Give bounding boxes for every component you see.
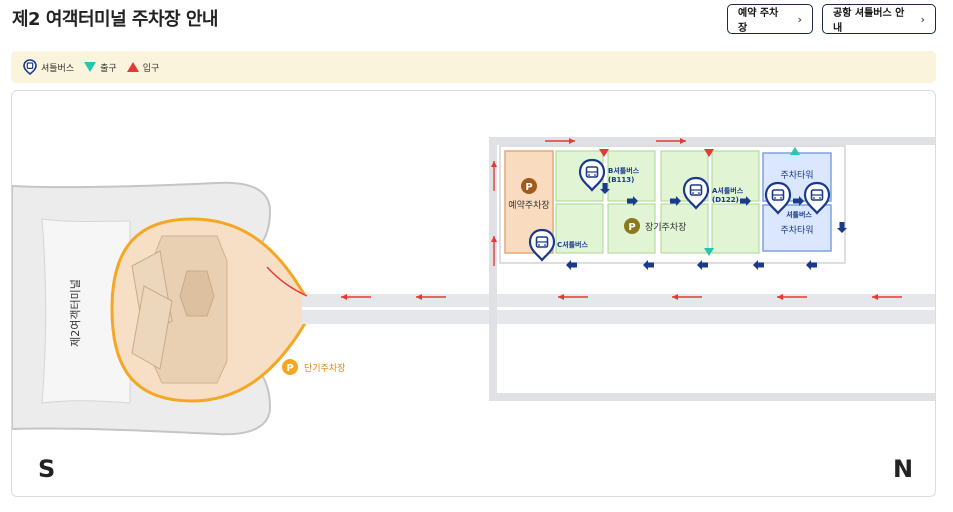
north-loop-road	[489, 137, 935, 401]
parking-tower-top-label: 주차타워	[780, 169, 813, 181]
page-title: 제2 여객터미널 주차장 안내	[12, 9, 218, 30]
exit-marker	[704, 248, 714, 256]
shuttle-a-code: (D122)	[712, 196, 739, 204]
chevron-right-icon: ›	[920, 12, 925, 26]
short-term-parking-marker-letter: P	[286, 363, 293, 374]
shuttle-b-code: (B113)	[608, 176, 634, 184]
shuttle-bus-info-button[interactable]: 공항 셔틀버스 안내 ›	[822, 4, 936, 34]
parking-tower-bottom	[762, 204, 832, 252]
short-term-parking-marker	[282, 359, 298, 375]
long-term-block-2	[607, 150, 656, 202]
legend-label-entrance: 입구	[142, 63, 160, 74]
compass-north: N	[893, 455, 914, 483]
shuttle-a-label: A셔틀버스	[712, 186, 744, 195]
map-legend: 셔틀버스 출구 입구	[11, 51, 936, 83]
long-term-parking-label: 장기주차장	[645, 221, 686, 233]
long-term-parking-marker-letter: P	[628, 222, 635, 233]
shuttle-b-label: B셔틀버스	[608, 166, 640, 175]
legend-item-shuttle: 셔틀버스	[23, 59, 74, 75]
compass-south: S	[38, 455, 56, 483]
terminal-label: 제2여객터미널	[69, 279, 82, 347]
reserved-parking-marker-letter: P	[525, 182, 532, 193]
short-term-parking-label: 단기주차장	[304, 362, 345, 374]
long-term-block-5	[555, 203, 604, 254]
shuttle-c-label: C셔틀버스	[557, 240, 588, 249]
legend-item-exit: 출구	[84, 61, 117, 74]
terminal-entry-curve	[266, 266, 308, 297]
reserved-parking-button-label: 예약 주차장	[738, 8, 779, 34]
exit-marker	[790, 147, 800, 155]
entrance-triangle-icon	[126, 62, 139, 72]
shuttle-tower-label: 셔틀버스	[786, 210, 812, 219]
parking-map: 제2여객터미널 P 단기주차장 P 예약주차장 P 장기주차장 주차타워 주차타…	[11, 90, 936, 497]
legend-label-shuttle: 셔틀버스	[41, 63, 75, 74]
legend-label-exit: 출구	[100, 63, 117, 74]
long-term-parking-marker	[624, 218, 640, 234]
entrance-marker	[704, 149, 714, 157]
reserved-parking-label: 예약주차장	[508, 199, 549, 211]
long-term-block-8	[711, 203, 760, 254]
bus-stop-icon	[23, 59, 37, 75]
exit-triangle-icon	[84, 62, 97, 72]
reserved-parking-button[interactable]: 예약 주차장 ›	[727, 4, 813, 34]
reserved-parking-marker	[521, 178, 537, 194]
main-road-divider	[302, 307, 935, 310]
parking-map-canvas: 제2여객터미널 P 단기주차장 P 예약주차장 P 장기주차장 주차타워 주차타…	[12, 137, 935, 436]
terminal-building	[12, 181, 309, 436]
long-term-block-7	[660, 203, 709, 254]
legend-item-entrance: 입구	[126, 61, 160, 74]
parking-tower-bottom-label: 주차타워	[780, 224, 813, 236]
long-term-block-4	[711, 150, 760, 202]
entrance-marker	[599, 149, 609, 157]
shuttle-bus-info-button-label: 공항 셔틀버스 안내	[833, 8, 905, 34]
chevron-right-icon: ›	[797, 12, 802, 26]
